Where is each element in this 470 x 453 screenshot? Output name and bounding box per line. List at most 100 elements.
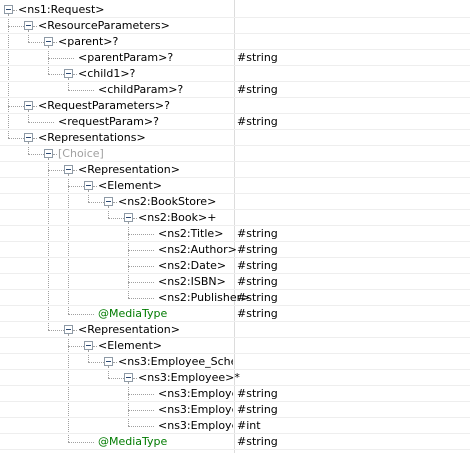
collapse-toggle-icon[interactable] xyxy=(124,213,133,222)
tree-row[interactable]: <parent>? xyxy=(0,34,470,50)
collapse-toggle-icon[interactable] xyxy=(64,69,73,78)
tree-branch-line xyxy=(93,186,97,187)
tree-row[interactable]: [Choice] xyxy=(0,146,470,162)
tree-row[interactable]: <parentParam>? #string xyxy=(0,50,470,66)
tree-branch-line xyxy=(33,138,37,139)
tree-connector-line xyxy=(128,222,129,298)
collapse-toggle-icon[interactable] xyxy=(124,373,133,382)
tree-connector-line xyxy=(28,110,29,122)
element-label: <Representations> xyxy=(38,131,146,144)
tree-branch-line xyxy=(68,186,84,187)
type-cell: #string xyxy=(237,387,278,400)
tree-connector-line xyxy=(68,334,69,442)
tree-row[interactable]: @MediaType#string xyxy=(0,306,470,322)
collapse-toggle-icon[interactable] xyxy=(24,133,33,142)
collapse-toggle-icon[interactable] xyxy=(64,325,73,334)
element-label: <ns2:Author> xyxy=(158,243,237,256)
column-separator xyxy=(234,0,235,453)
tree-row[interactable]: <Element> xyxy=(0,338,470,354)
collapse-toggle-icon[interactable] xyxy=(44,149,53,158)
tree-branch-line xyxy=(53,154,57,155)
tree-row[interactable]: <ResourceParameters> xyxy=(0,18,470,34)
tree-row[interactable]: @MediaType#string xyxy=(0,434,470,450)
tree-connector-line xyxy=(108,206,109,218)
element-label: <ns1:Request> xyxy=(18,3,105,16)
attribute-label: @MediaType xyxy=(98,307,168,320)
tree-row[interactable]: <Representation> xyxy=(0,322,470,338)
tree-branch-line xyxy=(48,58,74,59)
tree-branch-line xyxy=(73,170,77,171)
tree-branch-line xyxy=(108,378,124,379)
tree-connector-line xyxy=(128,382,129,426)
tree-row[interactable]: <ns2:ISBN>#string xyxy=(0,274,470,290)
tree-connector-line xyxy=(48,46,49,74)
collapse-toggle-icon[interactable] xyxy=(84,341,93,350)
tree-branch-line xyxy=(108,218,124,219)
element-label: <childParam>? xyxy=(98,83,184,96)
element-label: <ns3:EmployeeN xyxy=(158,387,233,400)
tree-row[interactable]: <ns3:EmployeeI#string xyxy=(0,402,470,418)
element-label: <ns2:Title> xyxy=(158,227,224,240)
tree-branch-line xyxy=(128,282,154,283)
tree-connector-line xyxy=(28,30,29,42)
tree-row[interactable]: <childParam>?#string xyxy=(0,82,470,98)
tree-branch-line xyxy=(48,170,64,171)
tree-branch-line xyxy=(128,426,154,427)
tree-row[interactable]: <requestParam>?#string xyxy=(0,114,470,130)
tree-connector-line xyxy=(68,78,69,90)
type-cell: #string xyxy=(237,243,278,256)
collapse-toggle-icon[interactable] xyxy=(84,181,93,190)
tree-branch-line xyxy=(113,362,117,363)
tree-row[interactable]: <ns3:Employee>* xyxy=(0,370,470,386)
collapse-toggle-icon[interactable] xyxy=(24,101,33,110)
collapse-toggle-icon[interactable] xyxy=(104,357,113,366)
tree-row[interactable]: <child1>? xyxy=(0,66,470,82)
collapse-toggle-icon[interactable] xyxy=(24,21,33,30)
tree-row[interactable]: <Representations> xyxy=(0,130,470,146)
tree-branch-line xyxy=(73,330,77,331)
tree-row[interactable]: <ns1:Request> xyxy=(0,2,470,18)
tree-row[interactable]: <Element> xyxy=(0,178,470,194)
tree-row[interactable]: <Representation> xyxy=(0,162,470,178)
collapse-toggle-icon[interactable] xyxy=(4,5,13,14)
tree-branch-line xyxy=(68,442,94,443)
tree-branch-line xyxy=(133,378,137,379)
tree-row[interactable]: <ns2:Publisher>#string xyxy=(0,290,470,306)
tree-row[interactable]: <ns2:Book>+ xyxy=(0,210,470,226)
tree-row[interactable]: <ns2:Title>#string xyxy=(0,226,470,242)
tree-branch-line xyxy=(128,250,154,251)
type-cell: #string xyxy=(237,275,278,288)
tree-branch-line xyxy=(88,202,104,203)
collapse-toggle-icon[interactable] xyxy=(44,37,53,46)
collapse-toggle-icon[interactable] xyxy=(64,165,73,174)
tree-connector-line xyxy=(28,142,29,154)
tree-connector-line xyxy=(108,366,109,378)
tree-branch-line xyxy=(8,26,24,27)
element-label: <ns3:EmployeeI xyxy=(158,403,233,416)
tree-row[interactable]: <ns3:EmployeeN #string xyxy=(0,386,470,402)
tree-row[interactable]: <ns2:Date>#string xyxy=(0,258,470,274)
tree-branch-line xyxy=(128,410,154,411)
type-cell: #string xyxy=(237,259,278,272)
element-label: <parentParam>? xyxy=(78,51,174,64)
tree-row[interactable]: <ns2:BookStore> xyxy=(0,194,470,210)
tree-branch-line xyxy=(128,298,154,299)
tree-branch-line xyxy=(48,330,64,331)
tree-branch-line xyxy=(53,42,57,43)
tree-row[interactable]: <ns3:Employee_Schema xyxy=(0,354,470,370)
collapse-toggle-icon[interactable] xyxy=(104,197,113,206)
tree-branch-line xyxy=(8,138,24,139)
type-cell: #string xyxy=(237,51,278,64)
type-cell: #string xyxy=(237,435,278,448)
tree-connector-line xyxy=(68,174,69,314)
element-label: <ResourceParameters> xyxy=(38,19,170,32)
tree-row[interactable]: <RequestParameters>? xyxy=(0,98,470,114)
tree-row[interactable]: <ns3:EmployeeA#int xyxy=(0,418,470,434)
tree-row[interactable]: <ns2:Author>#string xyxy=(0,242,470,258)
tree-branch-line xyxy=(128,394,154,395)
tree-branch-line xyxy=(88,362,104,363)
tree-branch-line xyxy=(33,106,37,107)
element-label: <ns2:Book>+ xyxy=(138,211,217,224)
tree-branch-line xyxy=(68,346,84,347)
